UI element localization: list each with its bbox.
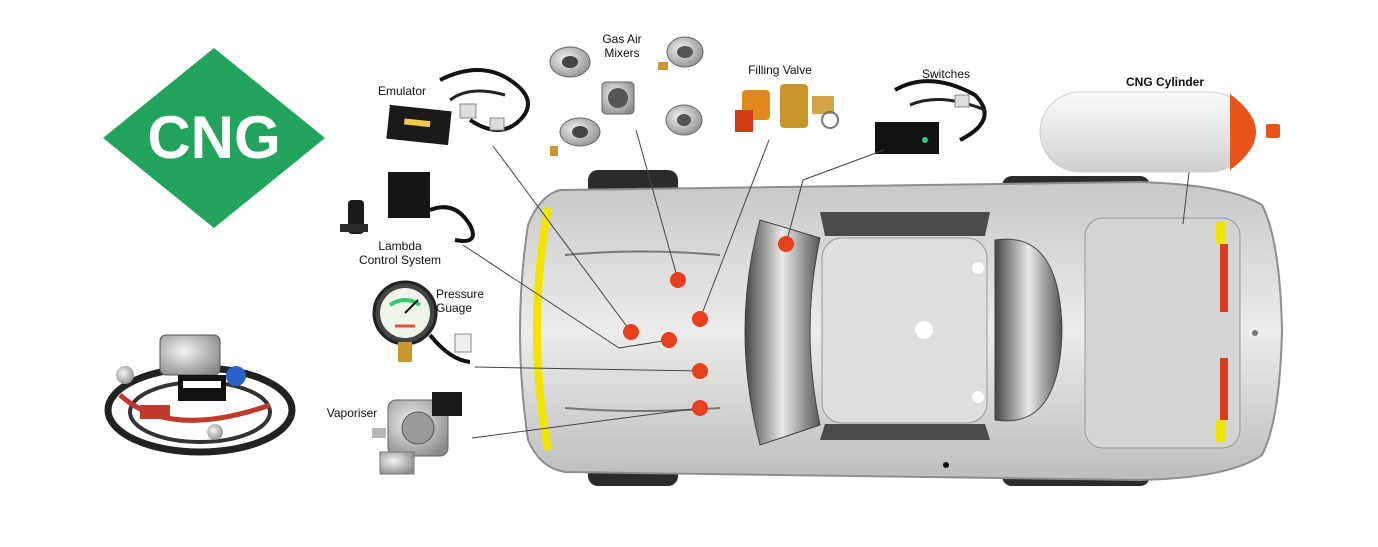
leader-lines <box>462 129 1190 439</box>
label-gas-air-mixers: Gas Air Mixers <box>602 32 642 60</box>
marker-filling-valve <box>692 311 708 327</box>
leader-emulator <box>492 145 632 333</box>
logo-text: CNG <box>147 104 281 171</box>
marker-vaporiser <box>692 400 708 416</box>
marker-lambda <box>661 332 677 348</box>
leader-pressure-gauge <box>474 366 701 372</box>
pressure-gauge-image <box>372 280 472 364</box>
cng-cylinder-image <box>1039 91 1280 173</box>
gas-air-mixers-image <box>549 36 704 156</box>
logo-diamond <box>103 48 325 228</box>
label-filling-valve: Filling Valve <box>748 63 812 77</box>
cng-kit-photo <box>104 334 296 456</box>
label-switches: Switches <box>921 67 971 81</box>
filling-valve-image <box>735 84 839 132</box>
label-cng-cylinder: CNG Cylinder <box>1125 75 1204 89</box>
marker-gas-air-mixers <box>670 272 686 288</box>
marker-pressure-gauge <box>692 363 708 379</box>
vaporiser-image <box>372 392 462 475</box>
emulator-image <box>386 68 530 146</box>
marker-emulator <box>623 324 639 340</box>
component-markers <box>623 236 794 416</box>
leader-lambda-a <box>462 244 620 349</box>
leader-cng-cylinder <box>1182 171 1190 225</box>
label-lambda-control-system: Lambda Control System <box>358 239 442 267</box>
label-emulator: Emulator <box>377 84 427 98</box>
label-pressure-gauge: Pressure Guage <box>436 287 485 315</box>
leader-vaporiser <box>471 407 701 439</box>
switches-image <box>875 79 987 154</box>
car-top-view <box>519 170 1284 486</box>
leader-switches-a <box>802 149 885 181</box>
leader-filling-valve <box>699 139 770 320</box>
leader-lambda-b <box>618 339 670 349</box>
cng-logo <box>103 48 325 228</box>
leader-gas-air-mixers <box>635 129 679 281</box>
marker-switches <box>778 236 794 252</box>
label-vaporiser: Vaporiser <box>326 406 378 420</box>
leader-switches-b <box>785 179 804 245</box>
lambda-control-system-image <box>340 172 475 243</box>
